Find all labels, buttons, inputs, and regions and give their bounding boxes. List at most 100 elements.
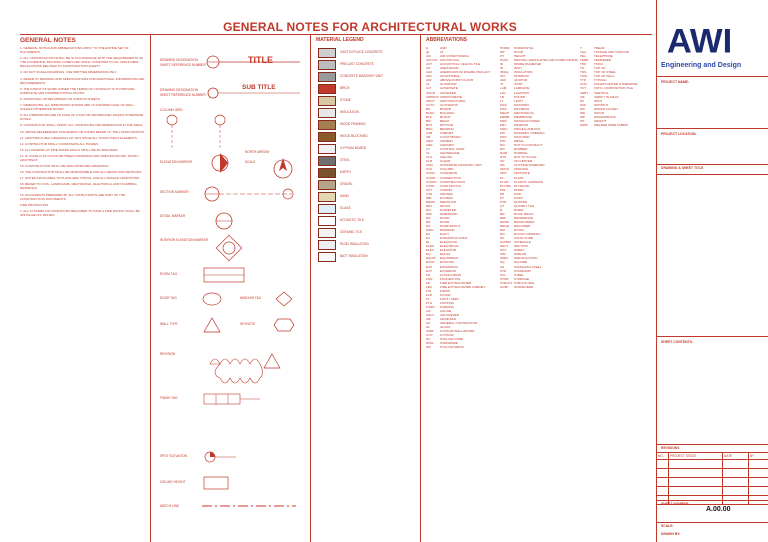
note-item: 12. CONTRACTOR SHALL COORDINATE ALL TRAD… (20, 141, 100, 146)
revisions-cell (749, 478, 768, 486)
abbreviation-key: CL (426, 151, 430, 156)
abbreviation-value: LAVATORY (514, 90, 530, 95)
abbreviation-value: FOUNDATION (440, 276, 461, 281)
revisions-header-cell: NO. (657, 453, 669, 459)
abbreviation-value: CONTROL JOINT (440, 147, 465, 152)
abbreviation-value: AIR CONDITIONING (440, 54, 469, 59)
abbreviation-value: CONCRETE (440, 171, 458, 176)
abbreviation-value: MINIMUM (514, 122, 528, 127)
note-item: 11. ARCHITECTURAL DRAWINGS DO NOT SHOW A… (20, 135, 138, 140)
tb-divider (657, 174, 768, 175)
abbreviation-value: JANITOR (514, 78, 528, 83)
abbreviation-value: FURRING (440, 305, 455, 309)
abbreviation-value: ROUGH OPENING (514, 232, 541, 237)
abbreviation-value: WEIGHT (594, 118, 607, 123)
abbreviation-value: COLUMN (440, 167, 454, 172)
abbreviation-value: INTERIOR (514, 74, 529, 79)
legend-label: RIGID INSULATION (340, 242, 369, 246)
abbreviations-heading: ABBREVIATIONS (426, 37, 468, 43)
abbreviation-value: AREA DRAIN (440, 66, 459, 71)
abbreviation-value: TONGUE AND GROOVE (594, 50, 629, 55)
abbreviation-key: LAM (500, 86, 507, 91)
abbreviation-value: JOINT (514, 82, 523, 87)
abbreviation-key: FE (426, 280, 430, 285)
general-notes-list: 1. GENERAL NOTES AND ABBREVIATIONS APPLY… (20, 46, 146, 219)
awi-logo: AWI (667, 23, 732, 61)
abbreviation-key: EXP (426, 264, 433, 269)
abbreviation-key: JAN (500, 78, 506, 83)
section-marker-icon (204, 186, 294, 202)
abbreviation-key: IN (500, 66, 504, 71)
abbreviation-key: R (500, 207, 503, 212)
abbreviation-value: ON CENTER (514, 159, 533, 164)
abbreviation-value: MECHANICAL (514, 110, 535, 115)
abbreviation-key: GALV (426, 313, 435, 318)
ceiling-height-label: CEILING HEIGHT (160, 480, 186, 484)
abbreviation-key: SCHED (500, 240, 511, 245)
abbreviation-key: WC (580, 106, 586, 111)
abbreviation-key: REF (500, 215, 507, 220)
abbreviation-key: ELEV (426, 248, 434, 253)
abbreviation-key: FDN (426, 276, 433, 281)
legend-label: CONCRETE MASONRY UNIT (340, 74, 384, 78)
tb-divider (657, 76, 768, 77)
room-tag-icon (203, 267, 245, 283)
abbreviation-value: NOMINAL (514, 151, 529, 156)
svg-text:AWI: AWI (667, 23, 732, 61)
abbreviation-value: ACOUSTICAL (440, 58, 460, 63)
abbreviation-key: SUSP (500, 284, 509, 289)
abbreviation-key: LB (500, 94, 504, 99)
abbreviation-key: DN (426, 215, 431, 220)
abbreviation-value: STAINLESS STEEL (514, 264, 542, 269)
abbreviation-key: QT (500, 203, 505, 208)
revisions-row (657, 460, 768, 469)
abbreviation-value: HOLLOW METAL (440, 345, 465, 350)
abbreviation-value: CATCH BASIN (440, 135, 461, 140)
wall-type-icon (203, 317, 221, 333)
abbreviation-key: A/C (426, 54, 432, 59)
abbreviation-key: COL (426, 167, 433, 172)
sheet-number: A.00.00 (706, 506, 731, 513)
abbreviation-value: DIMENSION (440, 211, 458, 216)
legend-label: CERAMIC TILE (340, 230, 363, 234)
revisions-cell (749, 469, 768, 477)
abbreviation-value: APPROXIMATE (440, 94, 463, 99)
abbreviation-value: REFERENCE (514, 215, 534, 220)
abbreviation-value: UNLESS NOTED OTHERWISE (594, 82, 638, 87)
abbreviation-key: CONT (426, 183, 435, 188)
abbreviation-key: GL (426, 325, 431, 330)
room-tag-label: ROOM TAG (160, 272, 178, 276)
abbreviation-value: STANDARD (514, 268, 531, 273)
